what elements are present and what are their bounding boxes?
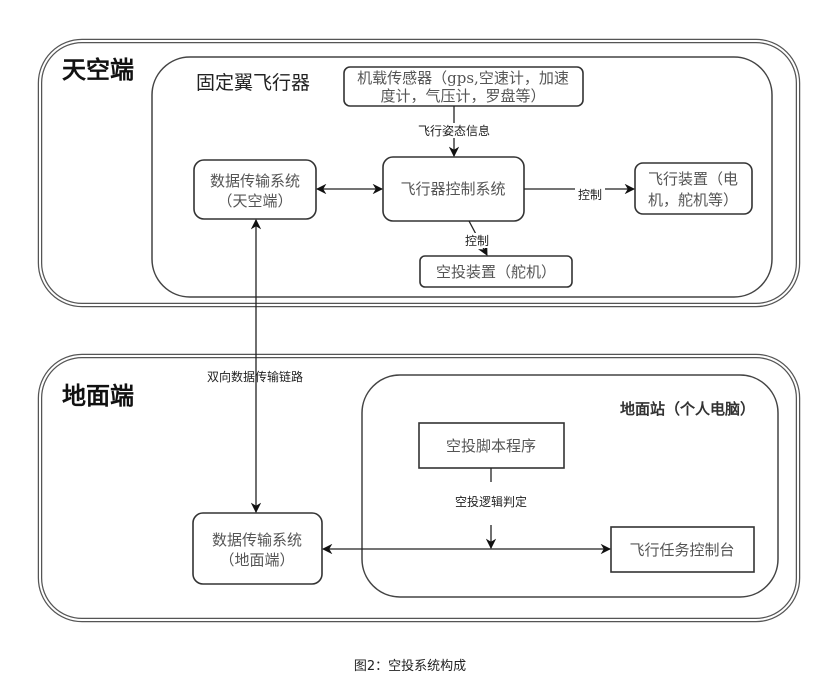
aircraft-container bbox=[151, 56, 773, 298]
sensors-line1: 机载传感器（gps,空速计，加速 bbox=[357, 69, 569, 87]
mission-console-label: 飞行任务控制台 bbox=[629, 541, 734, 559]
node-drop-script: 空投脚本程序 bbox=[418, 422, 565, 469]
ground-zone: 地面端 地面站（个人电脑） bbox=[37, 353, 801, 623]
edge-label-control-1: 控制 bbox=[578, 188, 602, 202]
air-zone: 天空端 固定翼飞行器 bbox=[37, 38, 801, 308]
node-sensors: 机载传感器（gps,空速计，加速 度计，气压计，罗盘等） bbox=[343, 66, 584, 107]
data-air-line2: （天空端） bbox=[217, 192, 292, 210]
figure-caption: 图2：空投系统构成 bbox=[354, 658, 466, 674]
flight-control-label: 飞行器控制系统 bbox=[400, 180, 505, 198]
air-zone-title: 天空端 bbox=[62, 56, 134, 84]
edge-label-control-2: 控制 bbox=[465, 234, 489, 248]
node-drop-device: 空投装置（舵机） bbox=[419, 255, 573, 288]
ground-station-title: 地面站（个人电脑） bbox=[620, 400, 755, 418]
drop-device-label: 空投装置（舵机） bbox=[436, 263, 556, 281]
node-data-ground: 数据传输系统 （地面端） bbox=[192, 512, 323, 585]
edge-label-logic: 空投逻辑判定 bbox=[455, 494, 527, 509]
drop-script-label: 空投脚本程序 bbox=[446, 437, 536, 455]
edge-label-datalink: 双向数据传输链路 bbox=[207, 369, 303, 384]
flight-device-line1: 飞行装置（电 bbox=[648, 170, 738, 188]
node-mission-console: 飞行任务控制台 bbox=[610, 526, 755, 573]
data-ground-line1: 数据传输系统 bbox=[212, 531, 302, 549]
sensors-line2: 度计，气压计，罗盘等） bbox=[380, 87, 545, 105]
flight-device-line2: 机，舵机等） bbox=[648, 191, 738, 209]
node-flight-device: 飞行装置（电 机，舵机等） bbox=[634, 162, 753, 215]
data-ground-line2: （地面端） bbox=[219, 551, 294, 569]
node-data-air: 数据传输系统 （天空端） bbox=[193, 159, 317, 220]
ground-zone-title: 地面端 bbox=[62, 382, 134, 410]
data-air-line1: 数据传输系统 bbox=[210, 172, 300, 190]
aircraft-title: 固定翼飞行器 bbox=[196, 72, 310, 94]
ground-zone-border bbox=[37, 353, 801, 623]
edge-label-attitude: 飞行姿态信息 bbox=[418, 123, 490, 138]
ground-station-container bbox=[361, 374, 779, 598]
node-flight-control: 飞行器控制系统 bbox=[382, 156, 525, 222]
